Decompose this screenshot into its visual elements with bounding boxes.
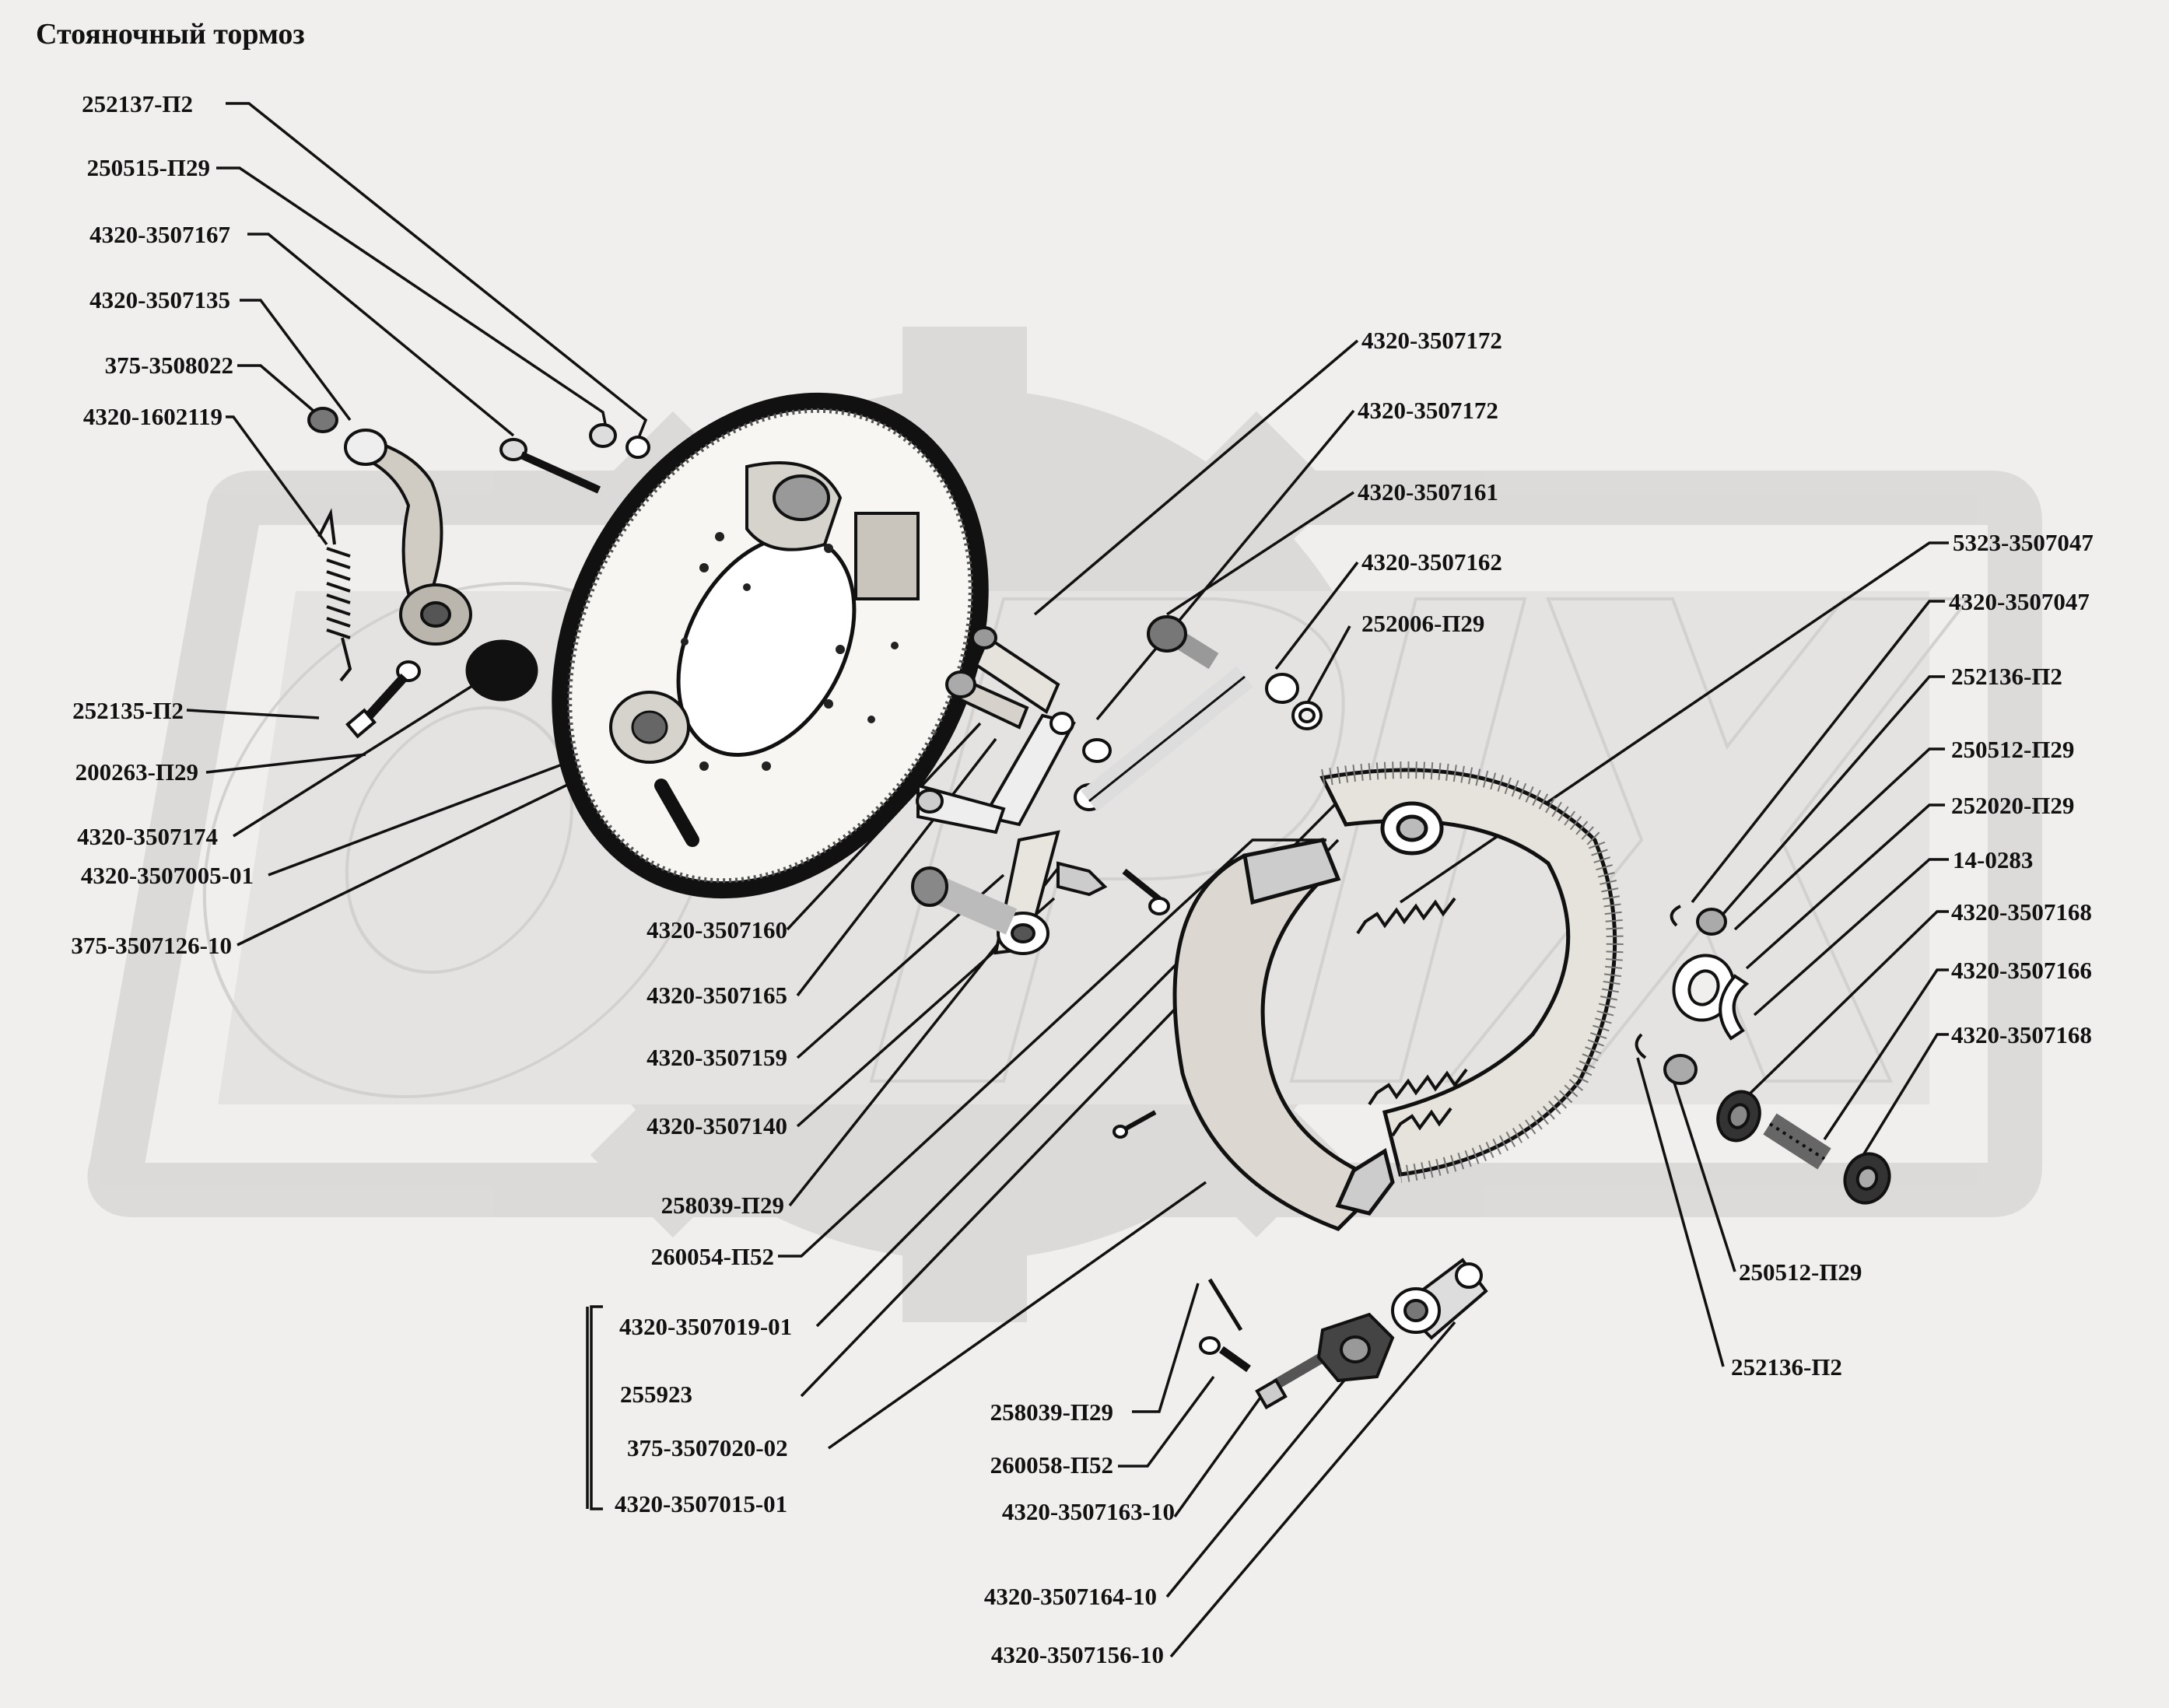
brake-shoes: [1172, 761, 1624, 1231]
bolt-200263: [345, 660, 421, 739]
backing-plate: [552, 392, 989, 899]
part-label: 4320-3507162: [1361, 548, 1502, 576]
part-label: 375-3508022: [104, 352, 233, 379]
expander-lever: [307, 407, 472, 646]
part-label: 375-3507126-10: [71, 932, 232, 959]
part-label: 250512-П29: [1951, 736, 2075, 763]
part-label: 4320-3507174: [77, 823, 218, 850]
part-label: 260054-П52: [650, 1243, 774, 1270]
part-label: 4320-3507047: [1949, 588, 2090, 615]
part-label: 4320-3507161: [1358, 478, 1498, 506]
part-label: 4320-3507167: [89, 221, 230, 248]
part-label: 255923: [620, 1381, 692, 1408]
part-label: 250512-П29: [1739, 1258, 1862, 1286]
lever-assembly: [911, 615, 1323, 955]
part-label: 258039-П29: [990, 1398, 1113, 1426]
part-label: 4320-3507165: [646, 982, 787, 1009]
part-label: 260058-П52: [990, 1451, 1113, 1479]
rubber-boot: [465, 639, 538, 702]
part-label: 252020-П29: [1951, 792, 2075, 819]
part-label: 4320-3507166: [1951, 957, 2092, 984]
part-label: 4320-3507140: [646, 1112, 787, 1139]
part-label: 252136-П2: [1731, 1353, 1842, 1381]
part-label: 4320-3507159: [646, 1044, 787, 1071]
part-label: 4320-3507172: [1358, 397, 1498, 424]
part-label: 4320-3507160: [646, 916, 787, 943]
part-label: 4320-3507015-01: [615, 1490, 788, 1517]
return-spring: [317, 508, 352, 682]
part-label: 200263-П29: [75, 758, 198, 786]
part-label: 4320-3507005-01: [80, 862, 254, 889]
part-label: 252137-П2: [82, 90, 193, 117]
page-title: Стояночный тормоз: [36, 18, 305, 51]
rivet-255923: [1113, 1110, 1157, 1139]
part-label: 4320-3507164-10: [983, 1583, 1157, 1610]
part-label: 375-3507020-02: [627, 1434, 788, 1461]
part-label: 5323-3507047: [1953, 529, 2094, 556]
leader-lines: [186, 102, 1949, 1658]
part-label: 4320-3507156-10: [990, 1641, 1164, 1668]
adjuster-assembly: [1199, 1258, 1488, 1410]
part-label: 4320-3507168: [1951, 898, 2092, 926]
part-label: 252136-П2: [1951, 663, 2062, 690]
part-label: 4320-3507019-01: [619, 1313, 793, 1340]
part-label: 4320-3507172: [1361, 327, 1502, 354]
part-label: 252006-П29: [1361, 610, 1485, 637]
right-small-parts: [1635, 905, 1891, 1205]
part-label: 4320-3507135: [89, 286, 230, 313]
shoe-springs: [1356, 897, 1468, 1137]
part-label: 4320-3507168: [1951, 1021, 2092, 1048]
top-bolt: [499, 423, 650, 494]
part-label: 14-0283: [1953, 846, 2034, 873]
part-label: 4320-1602119: [82, 403, 223, 430]
part-label: 4320-3507163-10: [1001, 1498, 1175, 1525]
part-label: 258039-П29: [661, 1192, 784, 1219]
part-label: 252135-П2: [72, 697, 184, 724]
part-label: 250515-П29: [86, 154, 210, 181]
